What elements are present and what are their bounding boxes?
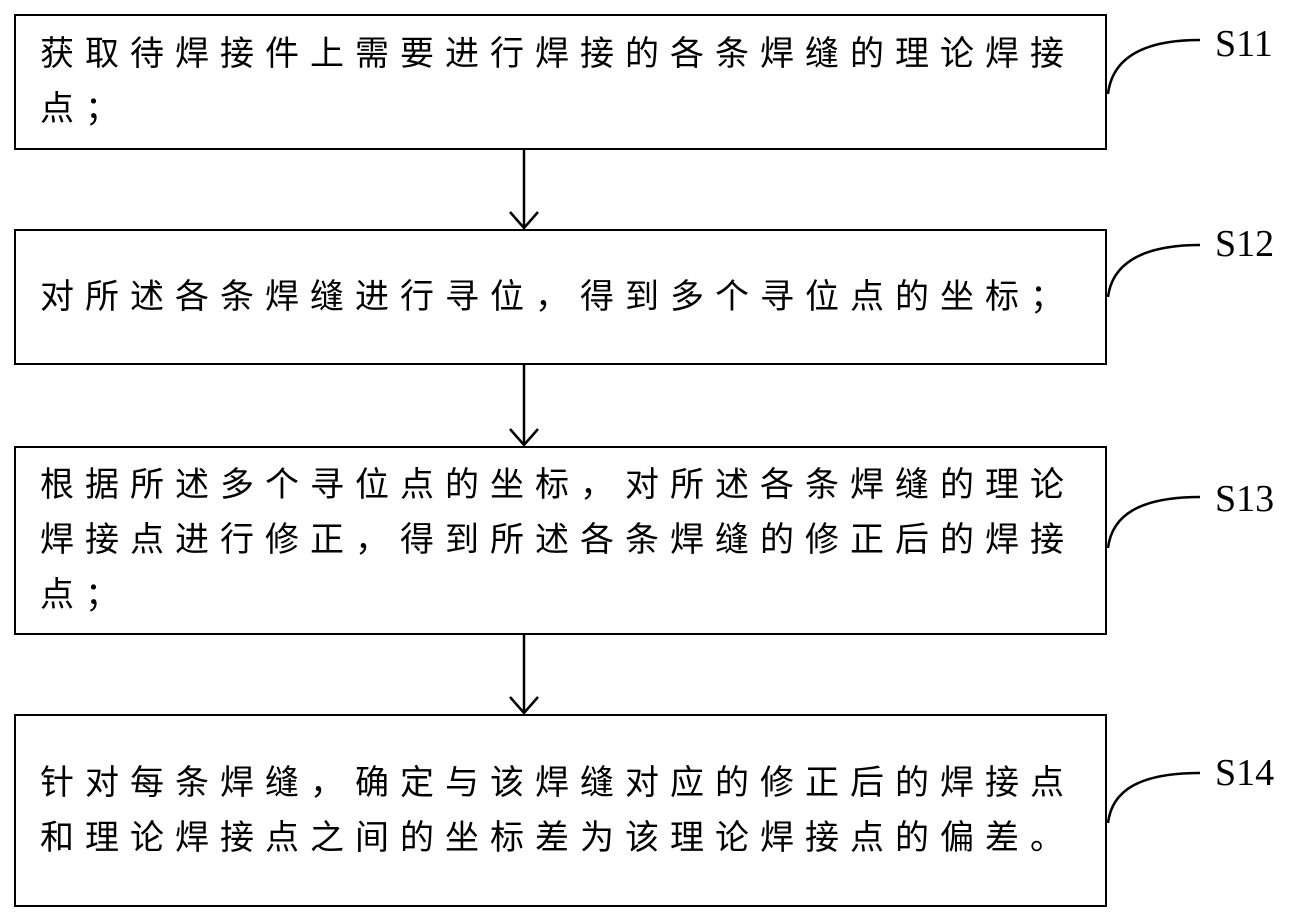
step-box-s14: 针对每条焊缝，确定与该焊缝对应的修正后的焊接点和理论焊接点之间的坐标差为该理论焊… <box>14 714 1107 907</box>
leader-line-s12 <box>1106 243 1201 298</box>
leader-line-s11 <box>1106 38 1201 95</box>
step-text-s12: 对所述各条焊缝进行寻位，得到多个寻位点的坐标； <box>40 276 1075 317</box>
step-label-s11: S11 <box>1215 23 1273 65</box>
arrow-s12-to-s13 <box>509 364 539 447</box>
step-text-s11: 获取待焊接件上需要进行焊接的各条焊缝的理论焊接点； <box>40 34 1075 129</box>
step-box-s13: 根据所述多个寻位点的坐标，对所述各条焊缝的理论焊接点进行修正，得到所述各条焊缝的… <box>14 446 1107 635</box>
step-label-s14: S14 <box>1215 752 1275 794</box>
step-box-s11: 获取待焊接件上需要进行焊接的各条焊缝的理论焊接点； <box>14 14 1107 150</box>
step-label-s13: S13 <box>1215 478 1275 520</box>
leader-line-s13 <box>1106 495 1201 549</box>
arrow-s11-to-s12 <box>509 149 539 230</box>
step-box-s12: 对所述各条焊缝进行寻位，得到多个寻位点的坐标； <box>14 229 1107 365</box>
step-text-s14: 针对每条焊缝，确定与该焊缝对应的修正后的焊接点和理论焊接点之间的坐标差为该理论焊… <box>40 762 1075 858</box>
leader-line-s14 <box>1106 771 1201 824</box>
step-label-s12: S12 <box>1215 223 1275 265</box>
step-text-s13: 根据所述多个寻位点的坐标，对所述各条焊缝的理论焊接点进行修正，得到所述各条焊缝的… <box>40 465 1075 615</box>
arrow-s13-to-s14 <box>509 634 539 715</box>
